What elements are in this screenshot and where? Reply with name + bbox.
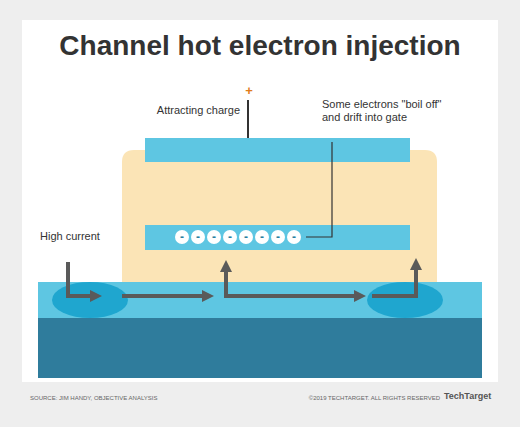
electron-circle: - <box>239 230 253 244</box>
electron-circle: - <box>207 230 221 244</box>
gate-wire <box>247 100 249 140</box>
drain-region <box>367 282 443 318</box>
charge-sign: - <box>244 231 248 243</box>
callout-text: Some electrons "boil off" and drift into… <box>322 98 462 123</box>
charge-sign: - <box>228 231 232 243</box>
electron-circle: - <box>191 230 205 244</box>
charge-sign: - <box>180 231 184 243</box>
floating-gate <box>145 225 410 250</box>
charge-sign: - <box>260 231 264 243</box>
electron-circle: - <box>175 230 189 244</box>
electron-circle: - <box>271 230 285 244</box>
leader-line <box>306 142 332 237</box>
panel <box>22 20 498 382</box>
source-note: SOURCE: JIM HANDY, OBJECTIVE ANALYSIS <box>30 395 230 402</box>
charge-sign: - <box>212 231 216 243</box>
source-region <box>52 282 128 318</box>
charge-sign: - <box>276 231 280 243</box>
electron-circle: - <box>255 230 269 244</box>
electron-circle: - <box>287 230 301 244</box>
control-gate <box>145 138 410 162</box>
current-arrows <box>68 262 416 296</box>
polarity-sign: + <box>242 84 256 99</box>
substrate <box>38 316 482 378</box>
callout-text: Attracting charge <box>150 104 240 117</box>
oxide <box>122 150 437 282</box>
callout-text: High current <box>40 230 100 243</box>
electron-circle: - <box>223 230 237 244</box>
copyright-note: ©2019 TECHTARGET. ALL RIGHTS RESERVED <box>300 395 440 402</box>
watermark: TechTarget <box>444 391 504 401</box>
charge-sign: - <box>292 231 296 243</box>
title: Channel hot electron injection <box>0 30 520 62</box>
charge-sign: - <box>196 231 200 243</box>
